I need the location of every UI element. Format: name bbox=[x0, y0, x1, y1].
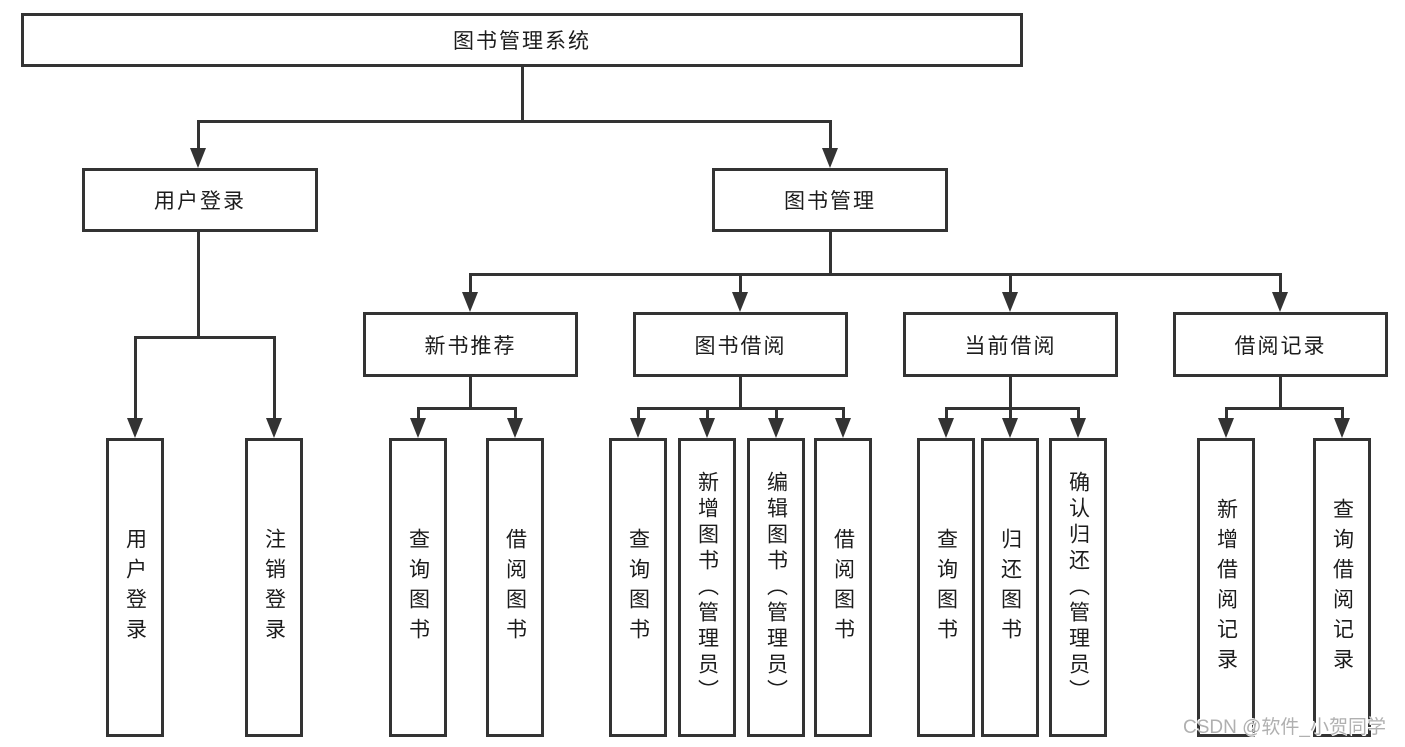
leaf-br-add-record-label: 新增借阅记录 bbox=[1214, 497, 1238, 678]
arrowhead-borrow-records bbox=[1272, 292, 1288, 312]
connector-arrow-borrow-records-stem bbox=[1279, 273, 1282, 292]
arrowhead-br-query bbox=[1334, 418, 1350, 438]
connector-current-borrow-bus bbox=[945, 407, 1080, 410]
leaf-bb-edit-book-label: 编辑图书（管理员） bbox=[764, 470, 788, 705]
node-root: 图书管理系统 bbox=[21, 13, 1023, 67]
node-book-mgmt-label: 图书管理 bbox=[784, 190, 876, 213]
connector-arrow-current-borrow-stem bbox=[1009, 273, 1012, 292]
arrowhead-bb-add bbox=[699, 418, 715, 438]
leaf-br-query-record-label: 查询借阅记录 bbox=[1330, 497, 1354, 678]
connector-book-borrow-bus bbox=[637, 407, 845, 410]
arrowhead-book-borrow bbox=[732, 292, 748, 312]
leaf-cb-confirm-return-label: 确认归还（管理员） bbox=[1066, 470, 1090, 705]
connector-arrow-new-book-rec-stem bbox=[469, 273, 472, 292]
connector-user-login-stem bbox=[197, 232, 200, 339]
leaf-user-login: 用户登录 bbox=[106, 438, 164, 737]
leaf-rec-borrow-book-label: 借阅图书 bbox=[503, 527, 527, 648]
connector-arrow-cb-confirm-stem bbox=[1077, 407, 1080, 418]
leaf-bb-borrow-book: 借阅图书 bbox=[814, 438, 872, 737]
connector-arrow-bb-edit-stem bbox=[775, 407, 778, 418]
connector-borrow-records-stem bbox=[1279, 377, 1282, 410]
connector-arrow-cb-query-stem bbox=[945, 407, 948, 418]
leaf-bb-edit-book: 编辑图书（管理员） bbox=[747, 438, 805, 737]
arrowhead-cb-confirm bbox=[1070, 418, 1086, 438]
leaf-logout-label: 注销登录 bbox=[262, 527, 286, 648]
leaf-bb-add-book: 新增图书（管理员） bbox=[678, 438, 736, 737]
connector-arrow-bb-borrow-stem bbox=[842, 407, 845, 418]
connector-current-borrow-stem bbox=[1009, 377, 1012, 410]
connector-arrow-br-query-stem bbox=[1341, 407, 1344, 418]
connector-arrow-cb-return-stem bbox=[1009, 407, 1012, 418]
node-user-login: 用户登录 bbox=[82, 168, 318, 232]
leaf-cb-confirm-return: 确认归还（管理员） bbox=[1049, 438, 1107, 737]
connector-new-book-rec-bus bbox=[417, 407, 517, 410]
leaf-cb-return-book-label: 归还图书 bbox=[998, 527, 1022, 648]
leaf-user-login-label: 用户登录 bbox=[123, 527, 147, 648]
node-current-borrow: 当前借阅 bbox=[903, 312, 1118, 377]
connector-arrow-book-mgmt-stem bbox=[829, 120, 832, 148]
connector-book-mgmt-stem bbox=[829, 232, 832, 276]
arrowhead-rec-borrow bbox=[507, 418, 523, 438]
leaf-bb-query-book-label: 查询图书 bbox=[626, 527, 650, 648]
connector-arrow-bb-query-stem bbox=[637, 407, 640, 418]
node-borrow-records: 借阅记录 bbox=[1173, 312, 1388, 377]
arrowhead-cb-return bbox=[1002, 418, 1018, 438]
leaf-br-query-record: 查询借阅记录 bbox=[1313, 438, 1371, 737]
connector-arrow-leaf-logout-stem bbox=[273, 336, 276, 418]
leaf-br-add-record: 新增借阅记录 bbox=[1197, 438, 1255, 737]
node-book-borrow: 图书借阅 bbox=[633, 312, 848, 377]
node-new-book-rec-label: 新书推荐 bbox=[424, 334, 517, 358]
node-book-mgmt: 图书管理 bbox=[712, 168, 948, 232]
node-borrow-records-label: 借阅记录 bbox=[1234, 334, 1327, 358]
leaf-cb-return-book: 归还图书 bbox=[981, 438, 1039, 737]
arrowhead-new-book-rec bbox=[462, 292, 478, 312]
node-current-borrow-label: 当前借阅 bbox=[964, 334, 1057, 358]
leaf-bb-add-book-label: 新增图书（管理员） bbox=[695, 470, 719, 705]
connector-root-bus bbox=[197, 120, 832, 123]
arrowhead-leaf-user-login bbox=[127, 418, 143, 438]
connector-root-stem bbox=[521, 67, 524, 123]
leaf-cb-query-book: 查询图书 bbox=[917, 438, 975, 737]
leaf-rec-query-book-label: 查询图书 bbox=[406, 527, 430, 648]
leaf-rec-borrow-book: 借阅图书 bbox=[486, 438, 544, 737]
leaf-logout: 注销登录 bbox=[245, 438, 303, 737]
connector-arrow-user-login-stem bbox=[197, 120, 200, 148]
connector-arrow-bb-add-stem bbox=[706, 407, 709, 418]
leaf-rec-query-book: 查询图书 bbox=[389, 438, 447, 737]
node-root-label: 图书管理系统 bbox=[453, 30, 591, 53]
arrowhead-user-login bbox=[190, 148, 206, 168]
csdn-watermark: CSDN @软件_小贺同学 bbox=[1183, 717, 1386, 738]
connector-borrow-records-bus bbox=[1225, 407, 1344, 410]
node-user-login-label: 用户登录 bbox=[154, 190, 246, 213]
arrowhead-bb-query bbox=[630, 418, 646, 438]
connector-book-mgmt-bus bbox=[469, 273, 1282, 276]
connector-user-login-bus bbox=[134, 336, 276, 339]
connector-arrow-br-add-stem bbox=[1225, 407, 1228, 418]
node-book-borrow-label: 图书借阅 bbox=[694, 334, 787, 358]
arrowhead-bb-edit bbox=[768, 418, 784, 438]
node-new-book-rec: 新书推荐 bbox=[363, 312, 578, 377]
leaf-bb-query-book: 查询图书 bbox=[609, 438, 667, 737]
arrowhead-cb-query bbox=[938, 418, 954, 438]
arrowhead-current-borrow bbox=[1002, 292, 1018, 312]
leaf-bb-borrow-book-label: 借阅图书 bbox=[831, 527, 855, 648]
arrowhead-leaf-logout bbox=[266, 418, 282, 438]
connector-arrow-rec-borrow-stem bbox=[514, 407, 517, 418]
connector-arrow-leaf-user-login-stem bbox=[134, 336, 137, 418]
arrowhead-br-add bbox=[1218, 418, 1234, 438]
connector-arrow-rec-query-stem bbox=[417, 407, 420, 418]
connector-book-borrow-stem bbox=[739, 377, 742, 410]
connector-new-book-rec-stem bbox=[469, 377, 472, 410]
arrowhead-bb-borrow bbox=[835, 418, 851, 438]
arrowhead-rec-query bbox=[410, 418, 426, 438]
connector-arrow-book-borrow-stem bbox=[739, 273, 742, 292]
arrowhead-book-mgmt bbox=[822, 148, 838, 168]
leaf-cb-query-book-label: 查询图书 bbox=[934, 527, 958, 648]
